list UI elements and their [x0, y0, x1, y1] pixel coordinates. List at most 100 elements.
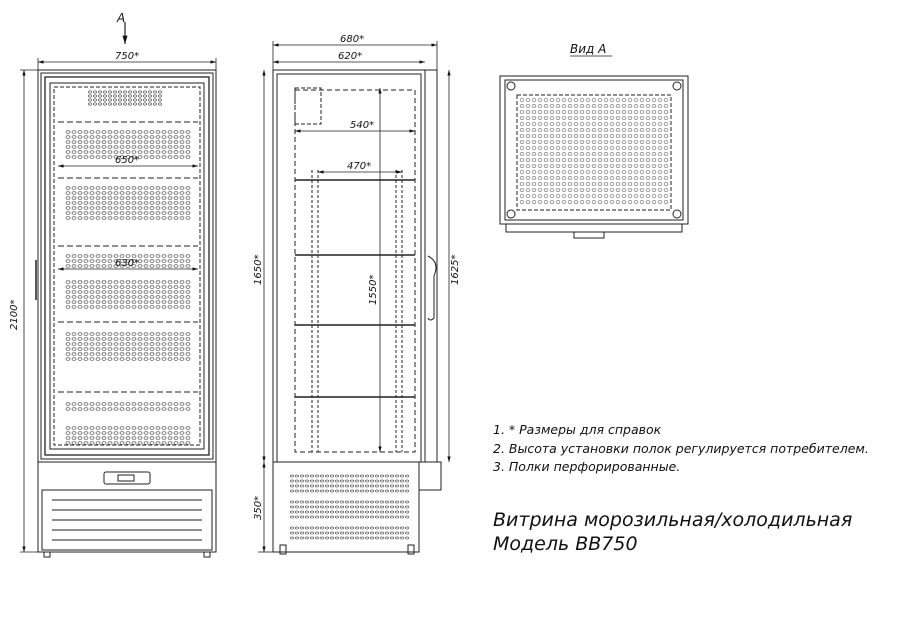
perforation-hole: [579, 170, 585, 174]
perforation-hole: [137, 140, 143, 144]
perforation-hole: [645, 158, 651, 162]
perforation-hole: [137, 135, 143, 139]
perforation-hole: [663, 104, 669, 108]
perforation-hole: [525, 152, 531, 156]
perforation-hole: [309, 479, 315, 483]
perforation-hole: [621, 128, 627, 132]
perforation-hole: [137, 150, 143, 154]
perforation-hole: [603, 128, 609, 132]
perforation-hole: [567, 134, 573, 138]
perforation-hole: [573, 164, 579, 168]
perforation-hole: [585, 170, 591, 174]
perforation-hole: [125, 305, 131, 309]
perforation-hole: [319, 500, 325, 504]
perforation-hole: [615, 122, 621, 126]
perforation-hole: [319, 474, 325, 478]
perforation-hole: [131, 332, 137, 336]
perforation-hole: [131, 254, 137, 258]
perforation-hole: [131, 402, 137, 406]
perforation-hole: [657, 158, 663, 162]
perforation-hole: [621, 182, 627, 186]
perforation-hole: [101, 342, 107, 346]
perforation-hole: [77, 186, 83, 190]
perforation-hole: [128, 94, 132, 98]
perforation-hole: [77, 196, 83, 200]
perforation-hole: [537, 176, 543, 180]
perforation-hole: [107, 431, 113, 435]
perforation-hole: [555, 194, 561, 198]
side-shelf-depth-label: 470*: [347, 161, 371, 172]
perforation-hole: [71, 206, 77, 210]
perforation-hole: [639, 164, 645, 168]
perforation-hole: [179, 191, 185, 195]
perforation-hole: [71, 201, 77, 205]
perforation-hole: [627, 116, 633, 120]
perforation-hole: [374, 510, 380, 514]
perforation-hole: [324, 500, 330, 504]
perforation-hole: [65, 150, 71, 154]
perforation-hole: [543, 182, 549, 186]
perforation-hole: [567, 140, 573, 144]
perforation-hole: [113, 402, 119, 406]
perforation-hole: [329, 526, 335, 530]
perforation-hole: [167, 196, 173, 200]
perforation-hole: [119, 285, 125, 289]
perforation-hole: [597, 152, 603, 156]
perforation-hole: [359, 536, 365, 540]
perforation-hole: [394, 489, 400, 493]
perforation-hole: [324, 515, 330, 519]
perforation-hole: [329, 505, 335, 509]
side-depth-label: 540*: [350, 120, 374, 131]
perforation-hole: [374, 531, 380, 535]
perforation-hole: [369, 474, 375, 478]
perforation-hole: [309, 536, 315, 540]
perforation-hole: [137, 402, 143, 406]
perforation-hole: [615, 110, 621, 114]
perforation-hole: [615, 176, 621, 180]
perforation-hole: [77, 155, 83, 159]
perforation-hole: [173, 201, 179, 205]
perforation-hole: [167, 140, 173, 144]
perforation-hole: [567, 116, 573, 120]
perforation-hole: [89, 191, 95, 195]
perforation-hole: [399, 474, 405, 478]
perforation-hole: [179, 352, 185, 356]
perforation-hole: [89, 206, 95, 210]
perforation-hole: [639, 116, 645, 120]
perforation-hole: [173, 150, 179, 154]
perforation-hole: [83, 280, 89, 284]
perforation-hole: [394, 505, 400, 509]
perforation-hole: [155, 426, 161, 430]
perforation-hole: [645, 104, 651, 108]
perforation-hole: [107, 186, 113, 190]
perforation-hole: [65, 155, 71, 159]
perforation-hole: [585, 104, 591, 108]
perforation-hole: [143, 305, 149, 309]
perforation-hole: [128, 102, 132, 106]
perforation-hole: [384, 479, 390, 483]
perforation-hole: [77, 352, 83, 356]
perforation-hole: [125, 206, 131, 210]
perforation-hole: [657, 170, 663, 174]
perforation-hole: [119, 347, 125, 351]
perforation-hole: [585, 176, 591, 180]
perforation-hole: [404, 526, 410, 530]
perforation-hole: [579, 140, 585, 144]
perforation-hole: [148, 102, 152, 106]
perforation-hole: [349, 531, 355, 535]
perforation-hole: [173, 130, 179, 134]
front-height-label: 2100*: [9, 300, 20, 330]
perforation-hole: [304, 505, 310, 509]
perforation-hole: [304, 500, 310, 504]
perforation-hole: [167, 436, 173, 440]
perforation-hole: [95, 436, 101, 440]
perforation-hole: [71, 196, 77, 200]
perforation-hole: [299, 505, 305, 509]
perforation-hole: [555, 158, 561, 162]
perforation-hole: [137, 130, 143, 134]
perforation-hole: [579, 110, 585, 114]
perforation-hole: [179, 426, 185, 430]
perforation-hole: [555, 134, 561, 138]
perforation-hole: [113, 305, 119, 309]
perforation-hole: [125, 357, 131, 361]
